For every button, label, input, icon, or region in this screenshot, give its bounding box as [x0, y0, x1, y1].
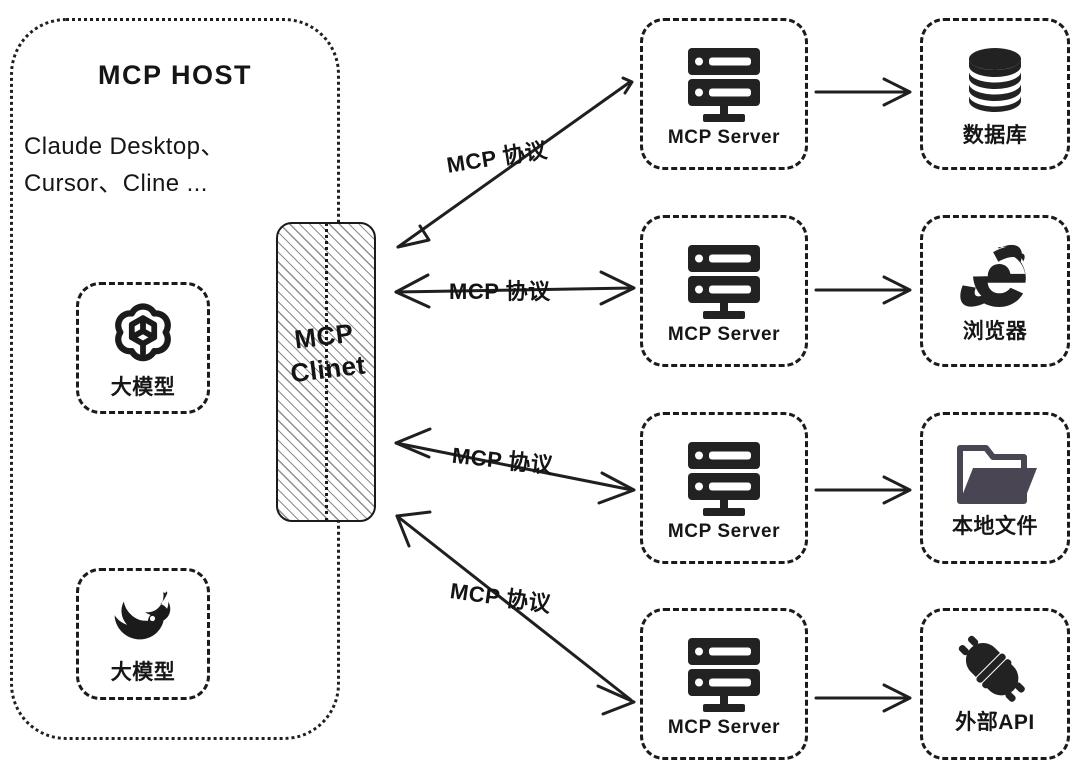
internet-explorer-icon — [952, 240, 1038, 318]
resource-label: 数据库 — [962, 124, 1028, 147]
model-label: 大模型 — [110, 375, 176, 399]
mcp-server-label: MCP Server — [667, 520, 781, 542]
mcp-server-label: MCP Server — [667, 126, 781, 148]
resource-box-browser[interactable]: 浏览器 — [920, 215, 1070, 367]
server-rack-icon — [680, 436, 768, 520]
connector-server-resource-3 — [814, 475, 912, 505]
model-box-deepseek[interactable]: 大模型 — [76, 568, 210, 700]
protocol-label-4: MCP 协议 — [448, 578, 553, 617]
deepseek-whale-icon — [104, 586, 182, 658]
resource-box-external-api[interactable]: 外部API — [920, 608, 1070, 760]
resource-box-database[interactable]: 数据库 — [920, 18, 1070, 170]
mcp-server-box-4[interactable]: MCP Server — [640, 608, 808, 760]
mcp-server-box-2[interactable]: MCP Server — [640, 215, 808, 367]
database-icon — [955, 42, 1035, 122]
resource-label: 浏览器 — [962, 320, 1028, 343]
plug-connector-icon — [955, 635, 1035, 709]
model-label: 大模型 — [110, 660, 176, 684]
connector-server-resource-4 — [814, 683, 912, 713]
server-rack-icon — [680, 632, 768, 716]
server-rack-icon — [680, 239, 768, 323]
mcp-client-label: MCP Clinet — [272, 314, 379, 391]
connector-server-resource-2 — [814, 275, 912, 305]
openai-logo-icon — [106, 299, 180, 373]
resource-label: 外部API — [955, 711, 1035, 734]
model-box-openai[interactable]: 大模型 — [76, 282, 210, 414]
resource-label: 本地文件 — [952, 515, 1038, 538]
host-boundary-divider — [325, 222, 328, 522]
server-rack-icon — [680, 42, 768, 126]
resource-box-local-files[interactable]: 本地文件 — [920, 412, 1070, 564]
mcp-server-label: MCP Server — [667, 323, 781, 345]
mcp-server-box-3[interactable]: MCP Server — [640, 412, 808, 564]
mcp-server-box-1[interactable]: MCP Server — [640, 18, 808, 170]
mcp-host-title: MCP HOST — [97, 60, 252, 90]
protocol-label-1: MCP 协议 — [444, 137, 550, 178]
connector-server-resource-1 — [814, 77, 912, 107]
folder-open-icon — [953, 439, 1037, 513]
protocol-label-3: MCP 协议 — [450, 442, 555, 479]
mcp-server-label: MCP Server — [667, 716, 781, 738]
mcp-host-subtitle: Claude Desktop、 Cursor、Cline ... — [24, 133, 225, 198]
protocol-label-2: MCP 协议 — [449, 279, 551, 304]
